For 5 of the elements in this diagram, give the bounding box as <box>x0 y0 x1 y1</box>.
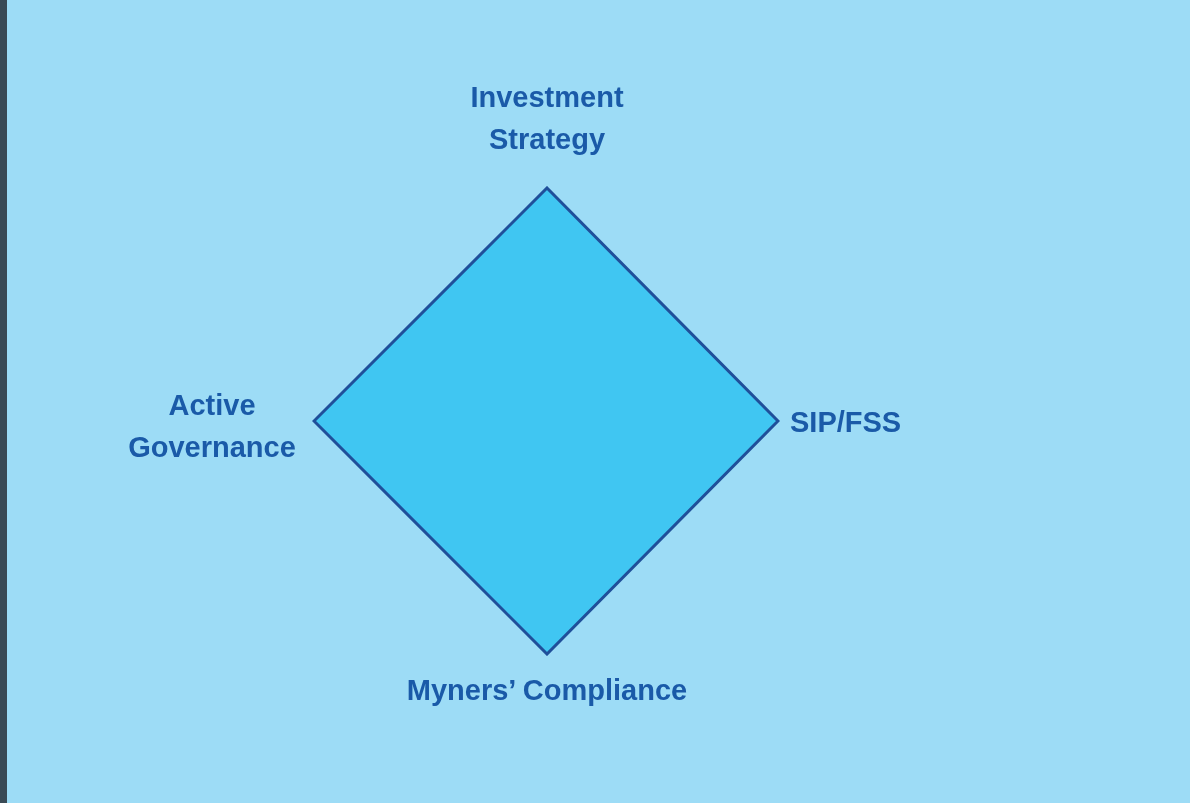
corner-label: Active Governance <box>127 388 297 465</box>
diamond-shape <box>312 186 780 656</box>
corner-label: Myners’ Compliance <box>405 673 689 708</box>
corner-label: SIP/FSS <box>790 405 903 440</box>
corner-label: Investment Strategy <box>469 80 625 157</box>
